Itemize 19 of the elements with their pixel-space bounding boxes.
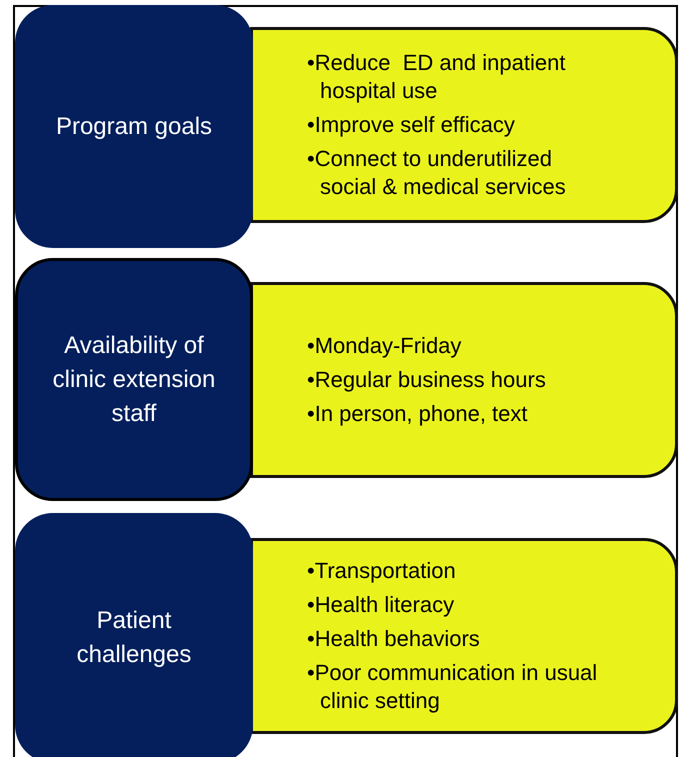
bullet-item: •Health literacy — [307, 591, 456, 619]
category-box — [15, 513, 253, 757]
bullet-item: •Improve self efficacy — [307, 111, 516, 139]
bullet-item: •In person, phone, text — [307, 400, 529, 428]
category-label: Availability of clinic extension staff — [52, 330, 216, 428]
bullet-list-box — [250, 27, 678, 223]
category-label: Patient challenges — [76, 606, 192, 670]
bullet-item: •Health behaviors — [307, 625, 481, 653]
bullet-item: •Transportation — [307, 557, 457, 585]
category-box — [15, 258, 253, 501]
bullet-item: •Connect to underutilized social & medical services — [307, 145, 567, 201]
category-box — [15, 5, 253, 248]
bullet-item: •Reduce ED and inpatient hospital use — [307, 49, 566, 105]
bullet-item: •Poor communication in usual clinic setting — [307, 659, 598, 715]
category-label: Program goals — [54, 112, 214, 142]
bullet-list-box — [250, 282, 678, 478]
bullet-item: •Regular business hours — [307, 366, 547, 394]
bullet-item: •Monday-Friday — [307, 332, 462, 360]
bullet-list-box — [250, 538, 678, 734]
